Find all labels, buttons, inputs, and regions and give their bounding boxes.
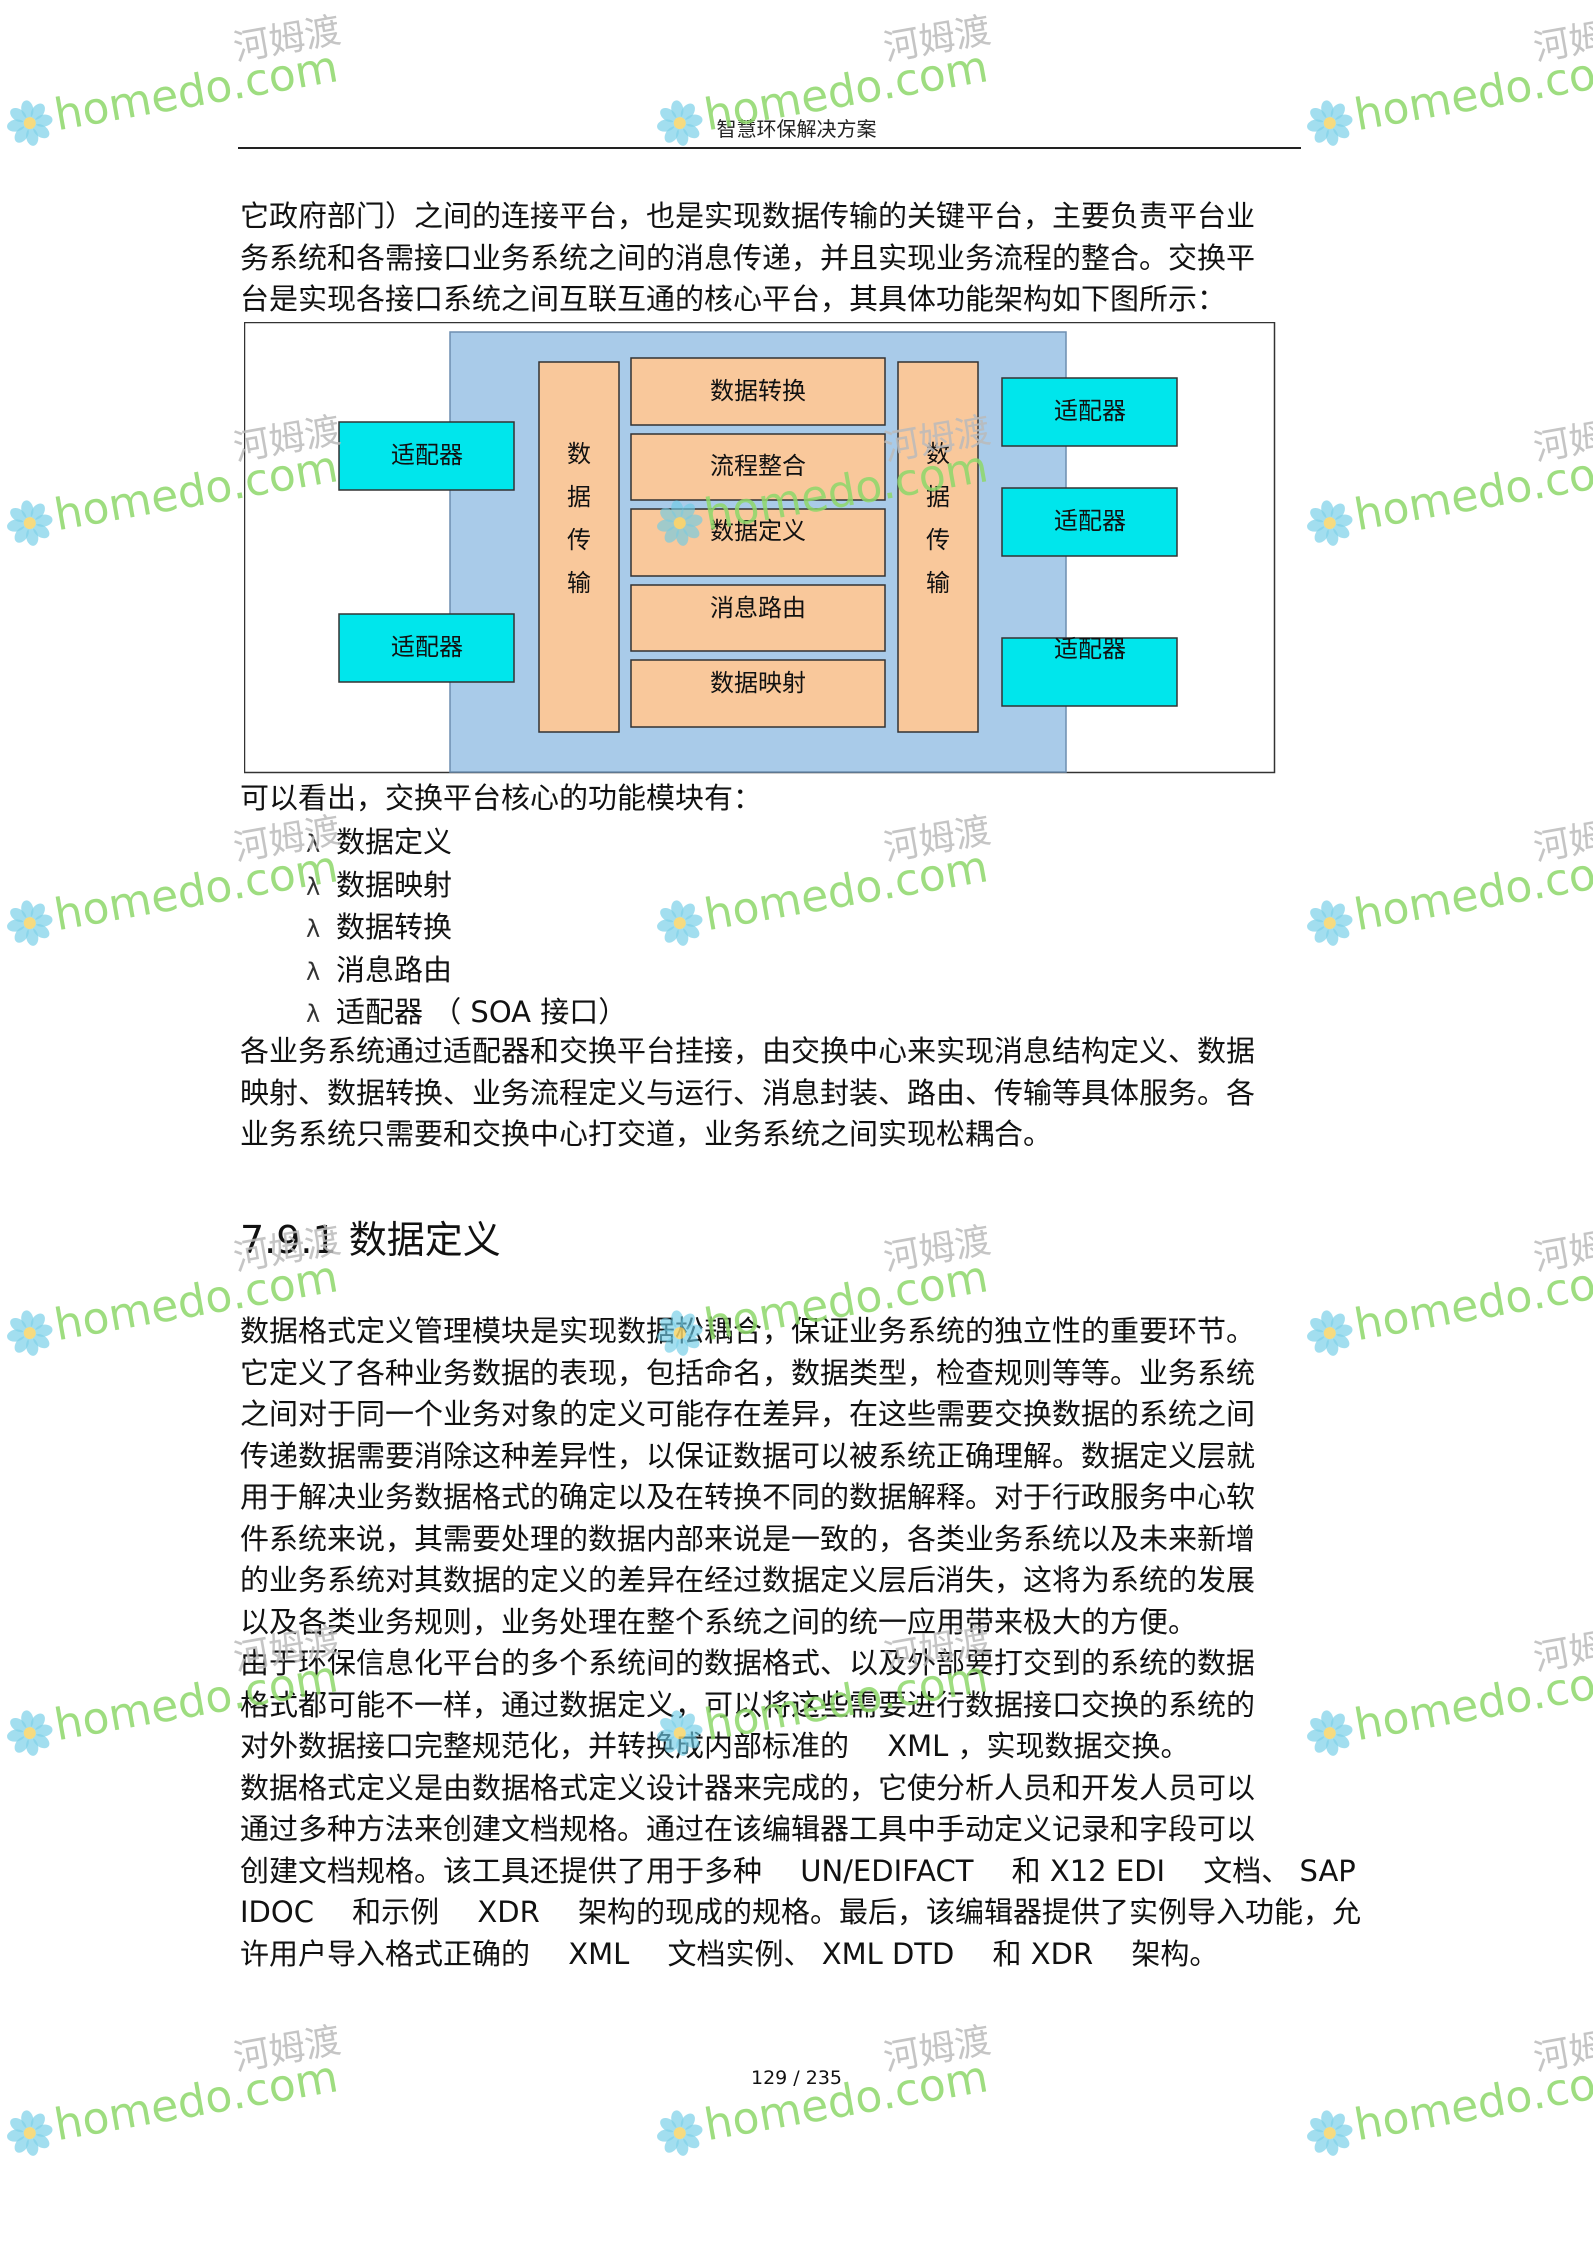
watermark-stamp: homedo.com 河姆渡 (0, 2020, 344, 2156)
list-item: λ 消息路由 (240, 949, 627, 992)
text-line: 用于解决业务数据格式的确定以及在转换不同的数据解释。对于行政服务中心软 (240, 1480, 1256, 1514)
module-box (630, 659, 886, 728)
text-line: 之间对于同一个业务对象的定义可能存在差异，在这些需要交换数据的系统之间 (240, 1397, 1256, 1431)
bullet-mark: λ (306, 915, 321, 943)
bullet-mark: λ (306, 957, 321, 986)
module-box (630, 584, 886, 652)
module-box (630, 433, 886, 501)
text-line: 传递数据需要消除这种差异性，以保证数据可以被系统正确理解。数据定义层就 (240, 1438, 1256, 1473)
watermark-stamp: homedo.com 河姆渡 (1300, 2020, 1593, 2156)
watermark-stamp: homedo.com 河姆渡 (650, 2020, 994, 2156)
document-header-title: 智慧环保解决方案 (716, 117, 877, 141)
text-line: 对外数据接口完整规范化，并转换成内部标准的 XML ，实现数据交换。 (240, 1729, 1190, 1763)
svg-text:河姆渡: 河姆渡 (1530, 410, 1593, 469)
text-line: 映射、数据转换、业务流程定义与运行、消息封装、路由、传输等具体服务。各 (240, 1075, 1256, 1110)
svg-text:homedo.com: homedo.com (1351, 841, 1593, 941)
text-line: 通过多种方法来创建文档规格。通过在该编辑器工具中手动定义记录和字段可以 (240, 1812, 1256, 1846)
text-line: 它定义了各种业务数据的表现，包括命名，数据类型，检查规则等等。业务系统 (240, 1355, 1256, 1390)
watermark-stamp: homedo.com 河姆渡 (1300, 810, 1593, 946)
adapter-label-left-1: 适配器 (391, 441, 463, 469)
svg-text:河姆渡: 河姆渡 (1530, 1220, 1593, 1279)
summary-intro: 可以看出，交换平台核心的功能模块有： (240, 778, 1290, 820)
section-heading: 7.9.1 数据定义 (240, 1218, 501, 1262)
list-item-text: 适配器 （ SOA 接口） (336, 995, 628, 1029)
adapter-label-right-1: 适配器 (1054, 397, 1126, 425)
intro-paragraph: 它政府部门）之间的连接平台，也是实现数据传输的关键平台，主要负责平台业 务系统和… (240, 196, 1290, 321)
adapter-box-right-2 (1001, 487, 1178, 557)
bullet-mark: λ (306, 1000, 321, 1028)
watermark-stamp: homedo.com 河姆渡 (650, 810, 994, 946)
list-item: λ 数据转换 (240, 906, 627, 949)
adapter-label-left-2: 适配器 (391, 633, 463, 661)
svg-text:河姆渡: 河姆渡 (230, 10, 343, 69)
module-list: λ 数据定义 λ 数据映射 λ 数据转换 λ 消息路由 λ 适配器 （ SOA 接口） (240, 821, 627, 1034)
diagram-canvas: 适配器 适配器 适配器 适配器 适配器 数据传输 数据传输 数据转换 流程整合 … (243, 321, 1276, 774)
module-label-data-definition: 数据定义 (710, 517, 806, 545)
text-line: 的业务系统对其数据的定义的差异在经过数据定义层后消失，这将为系统的发展 (240, 1563, 1256, 1597)
text-line: 以及各类业务规则，业务处理在整个系统之间的统一应用带来极大的方便。 (240, 1604, 1198, 1639)
list-item: λ 适配器 （ SOA 接口） (240, 991, 627, 1034)
text-line: 件系统来说，其需要处理的数据内部来说是一致的，各类业务系统以及未来新增 (240, 1521, 1256, 1556)
text-line: 由于环保信息化平台的多个系统间的数据格式、以及外部要打交到的系统的数据 (240, 1646, 1256, 1680)
text-line: 可以看出，交换平台核心的功能模块有： (240, 781, 763, 815)
adapter-box-right-3 (1001, 637, 1178, 707)
adapter-box-left-1 (338, 421, 515, 491)
text-line: 各业务系统通过适配器和交换平台挂接，由交换中心来实现消息结构定义、数据 (240, 1034, 1256, 1068)
data-transfer-column-left (538, 361, 620, 733)
list-item: λ 数据定义 (240, 821, 627, 864)
text-line: 创建文档规格。该工具还提供了用于多种 UN/EDIFACT 和 X12 EDI … (240, 1853, 1356, 1888)
svg-text:河姆渡: 河姆渡 (1530, 1620, 1593, 1679)
bullet-mark: λ (306, 872, 321, 901)
svg-text:homedo.com: homedo.com (1351, 441, 1593, 541)
summary-paragraph: 各业务系统通过适配器和交换平台挂接，由交换中心来实现消息结构定义、数据 映射、数… (240, 1031, 1290, 1156)
svg-text:河姆渡: 河姆渡 (1530, 10, 1593, 69)
list-item-text: 数据映射 (336, 867, 453, 902)
adapter-label-right-2: 适配器 (1054, 507, 1126, 535)
module-label-data-mapping: 数据映射 (710, 669, 806, 697)
data-transfer-label-right: 数据传输 (926, 440, 950, 597)
text-line: 它政府部门）之间的连接平台，也是实现数据传输的关键平台，主要负责平台业 (240, 199, 1256, 233)
watermark-stamp: homedo.com 河姆渡 (1300, 1220, 1593, 1356)
module-box (630, 357, 886, 426)
module-label-data-conversion: 数据转换 (710, 377, 806, 405)
text-line: 数据格式定义管理模块是实现数据松耦合，保证业务系统的独立性的重要环节。 (240, 1314, 1256, 1348)
exchange-platform-diagram: 适配器 适配器 适配器 适配器 适配器 数据传输 数据传输 数据转换 流程整合 … (243, 321, 1276, 778)
header-divider (238, 147, 1301, 149)
svg-text:河姆渡: 河姆渡 (1530, 810, 1593, 869)
module-label-message-routing: 消息路由 (710, 594, 806, 622)
text-line: 格式都可能不一样，通过数据定义，可以将这些需要进行数据接口交换的系统的 (240, 1687, 1256, 1722)
adapter-box-right-1 (1001, 377, 1178, 447)
text-line: 业务系统只需要和交换中心打交道，业务系统之间实现松耦合。 (240, 1117, 1053, 1151)
list-item-text: 数据转换 (336, 910, 453, 944)
text-line: IDOC 和示例 XDR 架构的现成的规格。最后，该编辑器提供了实例导入功能，允 (240, 1895, 1361, 1929)
data-transfer-column-right (897, 361, 979, 733)
svg-text:homedo.com: homedo.com (1351, 1651, 1593, 1751)
watermark-stamp: homedo.com 河姆渡 (1300, 410, 1593, 546)
text-line: 台是实现各接口系统之间互联互通的核心平台，其具体功能架构如下图所示： (240, 282, 1227, 316)
list-item-text: 消息路由 (336, 952, 453, 987)
data-transfer-label-left: 数据传输 (567, 440, 591, 597)
adapter-label-right-3: 适配器 (1054, 635, 1126, 663)
svg-text:河姆渡: 河姆渡 (880, 1220, 993, 1279)
bullet-mark: λ (306, 830, 321, 858)
text-line: 务系统和各需接口业务系统之间的消息传递，并且实现业务流程的整合。交换平 (240, 240, 1256, 275)
module-label-process-integration: 流程整合 (710, 452, 806, 480)
watermark-stamp: homedo.com 河姆渡 (1300, 1620, 1593, 1756)
list-item-text: 数据定义 (336, 825, 453, 859)
svg-text:homedo.com: homedo.com (701, 841, 992, 941)
list-item: λ 数据映射 (240, 864, 627, 907)
page-number: 129 / 235 (750, 2067, 842, 2089)
svg-text:河姆渡: 河姆渡 (880, 10, 993, 69)
text-line: 数据格式定义是由数据格式定义设计器来完成的，它使分析人员和开发人员可以 (240, 1770, 1256, 1805)
text-line: 许用户导入格式正确的 XML 文档实例、 XML DTD 和 XDR 架构。 (240, 1936, 1219, 1971)
svg-text:homedo.com: homedo.com (1351, 1251, 1593, 1351)
adapter-box-left-2 (338, 613, 515, 683)
section-paragraph-1: 数据格式定义管理模块是实现数据松耦合，保证业务系统的独立性的重要环节。 它定义了… (240, 1311, 1361, 1975)
